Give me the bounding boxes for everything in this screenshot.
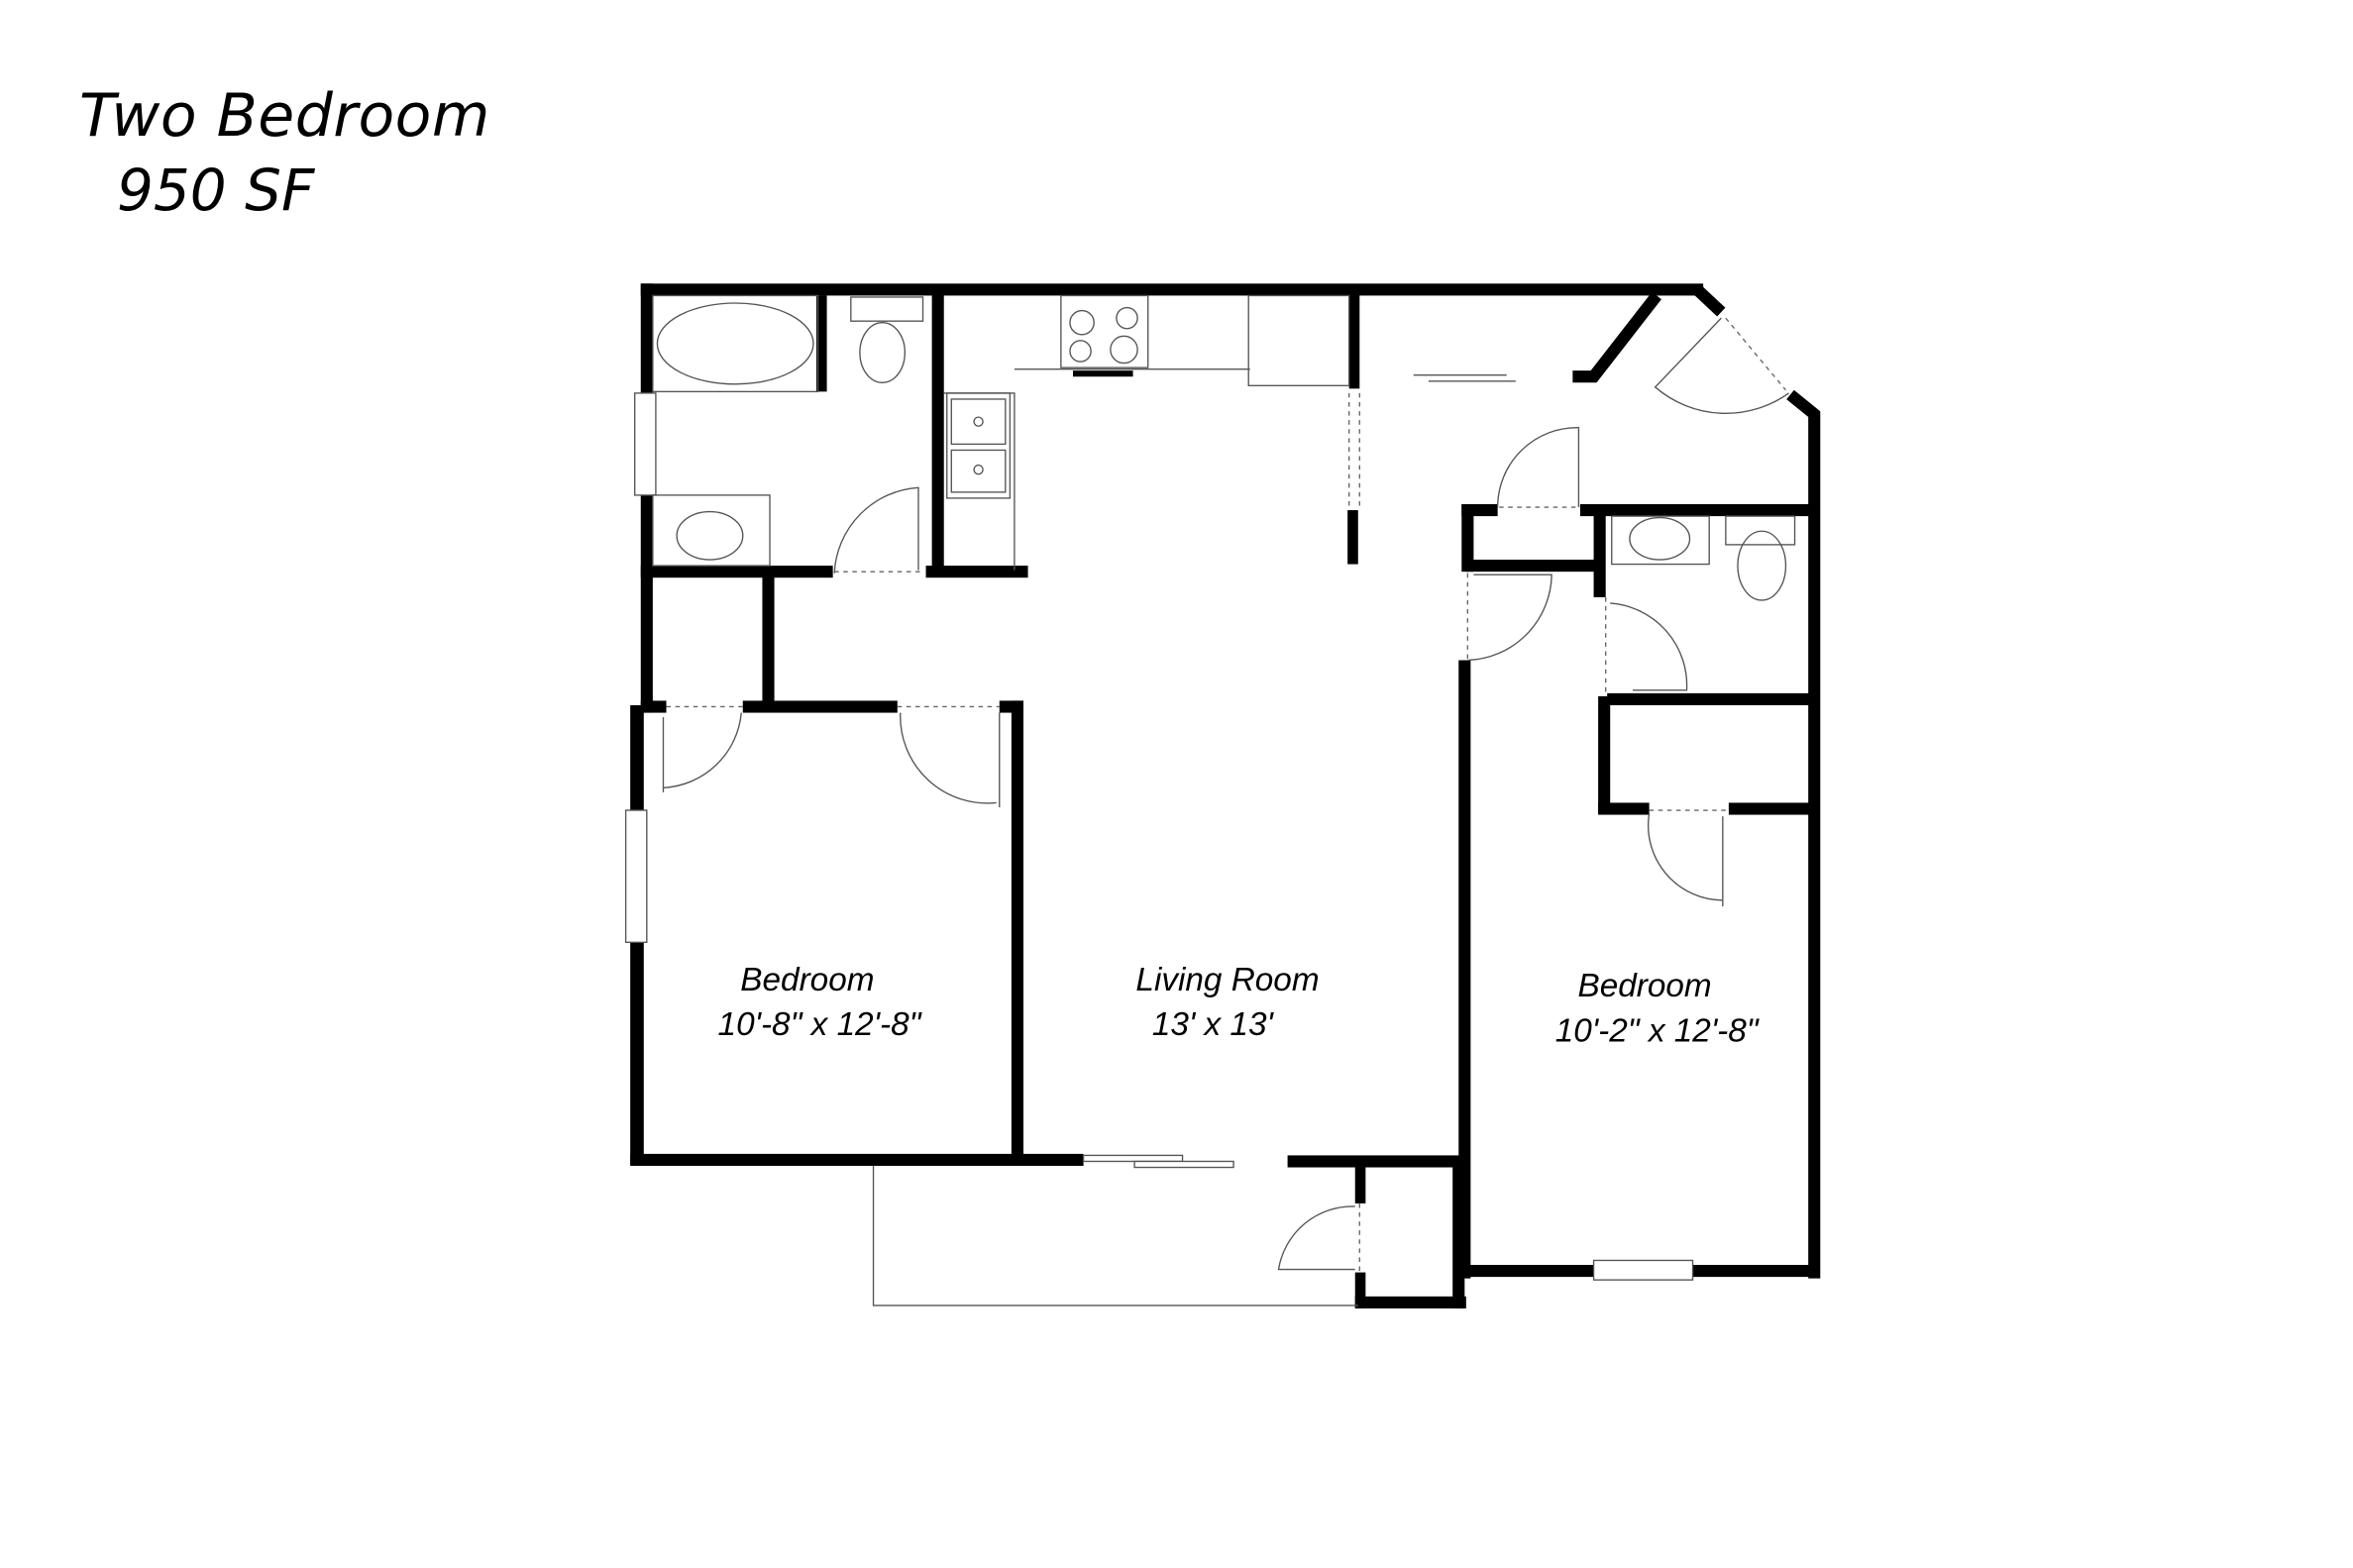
bathtub-icon (656, 302, 814, 385)
unit-area: 950 SF (117, 157, 315, 224)
sink-basin (950, 449, 1007, 493)
room-dimensions-bedroom-2: 10'-2" x 12'-8" (1555, 1012, 1761, 1049)
toilet-icon (1737, 530, 1787, 601)
sink-basin (950, 398, 1007, 446)
toilet-icon (859, 322, 907, 383)
room-dimensions-living-room: 13' x 13' (1152, 1006, 1275, 1043)
floor-plan-title: Two Bedroom 950 SF (79, 77, 490, 226)
room-name-bedroom-2: Bedroom (1577, 968, 1711, 1004)
room-dimensions-bedroom-1: 10'-8" x 12'-8" (718, 1006, 923, 1043)
bathroom-2-fixtures (1611, 515, 1796, 601)
stove-icon (1060, 294, 1149, 368)
walls (630, 283, 1821, 1308)
windows (624, 392, 1694, 1281)
sink-icon (1629, 516, 1691, 561)
refrigerator-icon (1247, 294, 1350, 386)
unit-type: Two Bedroom (79, 81, 490, 151)
sink-icon (676, 510, 744, 561)
room-name-living-room: Living Room (1135, 962, 1319, 998)
window-bedroom-1 (624, 809, 648, 943)
bathroom-1-fixtures (652, 294, 925, 574)
patio (872, 1154, 1358, 1307)
doors (662, 317, 1789, 1273)
window-bath (634, 392, 657, 496)
room-labels: Bedroom 10'-8" x 12'-8" Living Room 13' … (718, 962, 1761, 1050)
kitchen-fixtures (943, 294, 1360, 571)
room-name-bedroom-1: Bedroom (740, 962, 874, 998)
window-bedroom-2 (1592, 1259, 1694, 1281)
